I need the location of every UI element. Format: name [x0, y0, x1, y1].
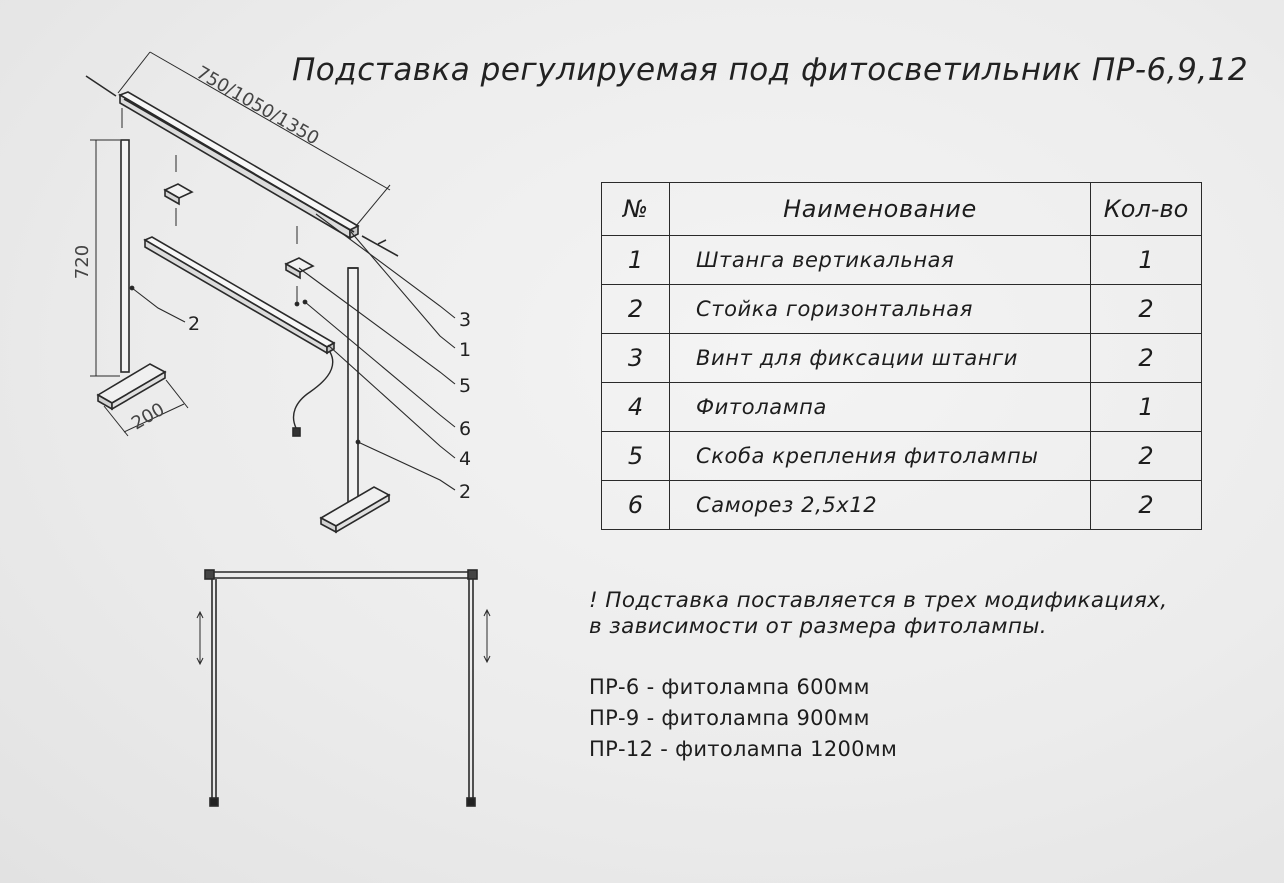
table-row: 1 Штанга вертикальная 1 [601, 235, 1202, 285]
header-qty: Кол-во [1090, 182, 1202, 236]
modifications-note: ! Подставка поставляется в трех модифика… [589, 588, 1269, 640]
callout-label: 5 [459, 375, 471, 397]
top-bar-part [118, 91, 360, 240]
header-num: № [601, 182, 670, 236]
row-num: 4 [601, 382, 670, 432]
callout-label: 3 [459, 309, 471, 331]
row-qty: 1 [1090, 382, 1202, 432]
row-qty: 2 [1090, 284, 1202, 334]
dimension-height-label: 720 [72, 245, 93, 279]
note-line: в зависимости от размера фитолампы. [589, 614, 1047, 639]
row-name: Скоба крепления фитолампы [669, 431, 1091, 481]
row-num: 3 [601, 333, 670, 383]
table-row: 4 Фитолампа 1 [601, 382, 1202, 432]
row-qty: 2 [1090, 480, 1202, 530]
callout-label: 2 [188, 313, 200, 335]
row-name: Винт для фиксации штанги [669, 333, 1091, 383]
row-name: Стойка горизонтальная [669, 284, 1091, 334]
row-name: Фитолампа [669, 382, 1091, 432]
note-line: ! Подставка поставляется в трех модифика… [589, 588, 1168, 613]
callout-label: 6 [459, 418, 471, 440]
row-qty: 2 [1090, 431, 1202, 481]
row-name: Штанга вертикальная [669, 235, 1091, 285]
dimension-length-label: 750/1050/1350 [193, 62, 323, 149]
row-num: 2 [601, 284, 670, 334]
header-name: Наименование [669, 182, 1091, 236]
row-num: 5 [601, 431, 670, 481]
left-post-part [96, 139, 167, 411]
callout-label: 2 [459, 481, 471, 503]
modification-item: ПР-6 - фитолампа 600мм [589, 675, 870, 699]
row-qty: 1 [1090, 235, 1202, 285]
modification-item: ПР-9 - фитолампа 900мм [589, 706, 870, 730]
table-row: 3 Винт для фиксации штанги 2 [601, 333, 1202, 383]
row-num: 6 [601, 480, 670, 530]
table-header-row: № Наименование Кол-во [601, 182, 1202, 236]
row-qty: 2 [1090, 333, 1202, 383]
dimension-base-label: 200 [128, 399, 168, 434]
front-view-frame [196, 569, 491, 807]
right-post-part [319, 267, 391, 534]
callout-label: 1 [459, 339, 471, 361]
row-num: 1 [601, 235, 670, 285]
table-row: 2 Стойка горизонтальная 2 [601, 284, 1202, 334]
table-row: 5 Скоба крепления фитолампы 2 [601, 431, 1202, 481]
parts-table: № Наименование Кол-во 1 Штанга вертикаль… [601, 182, 1202, 530]
modifications-list: ПР-6 - фитолампа 600мм ПР-9 - фитолампа … [589, 672, 1089, 765]
callout-label: 4 [459, 448, 471, 470]
modification-item: ПР-12 - фитолампа 1200мм [589, 737, 898, 761]
lamp-part [143, 236, 336, 355]
row-name: Саморез 2,5х12 [669, 480, 1091, 530]
page-title: Подставка регулируемая под фитосветильни… [292, 52, 1249, 88]
table-row: 6 Саморез 2,5х12 2 [601, 480, 1202, 530]
